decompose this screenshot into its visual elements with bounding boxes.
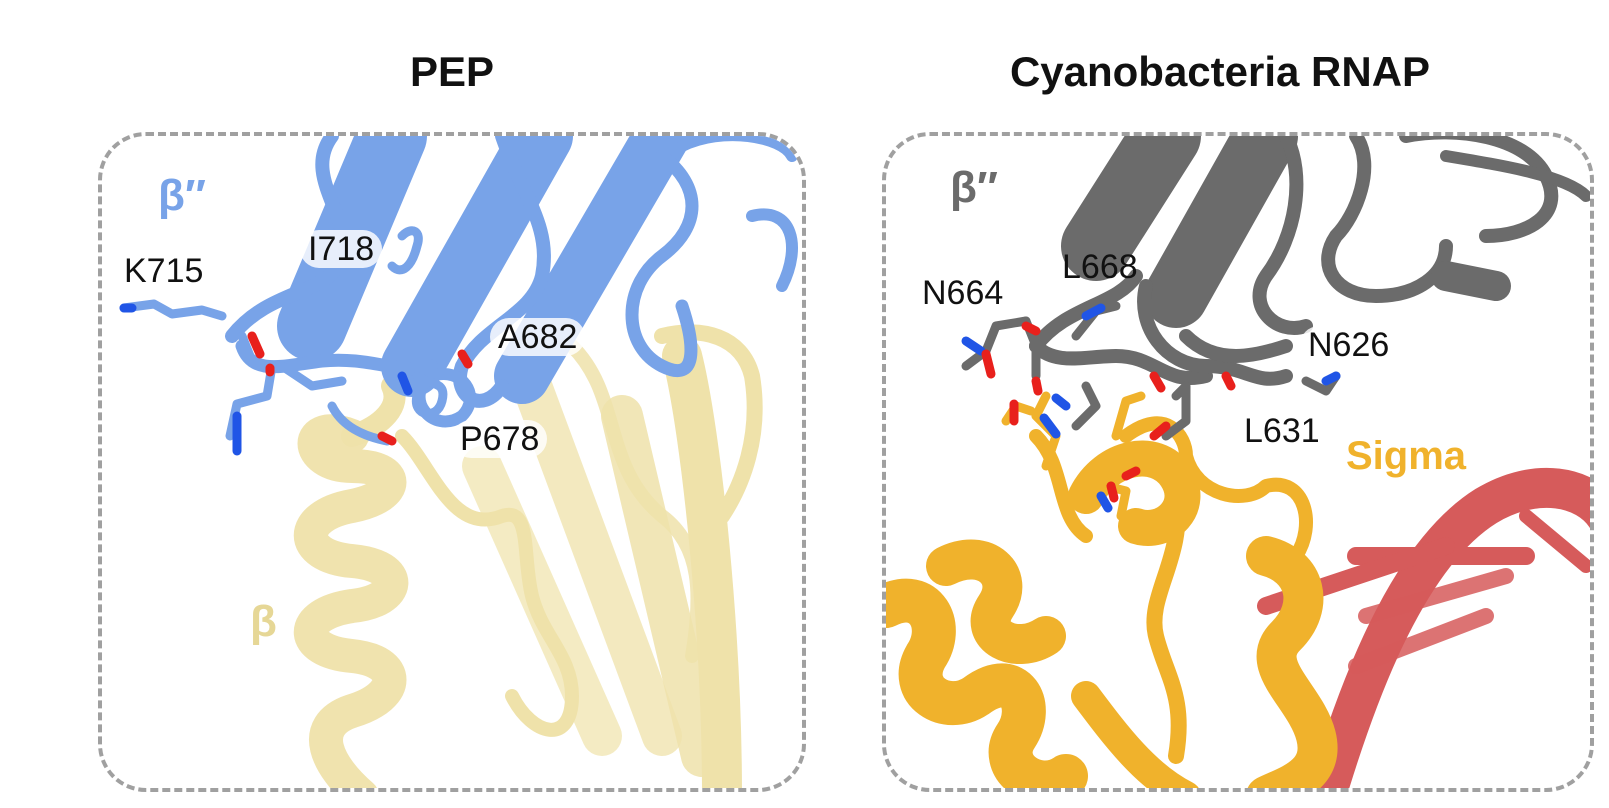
residue-label-l631: L631: [1244, 412, 1320, 450]
residue-label-n664: N664: [922, 274, 1004, 312]
sigma-label: Sigma: [1346, 434, 1467, 478]
beta-double-prime-label: β″: [950, 163, 998, 212]
beta-chain-cartoon: [293, 324, 763, 788]
residue-label-n626: N626: [1300, 326, 1398, 364]
panel-title-cyanobacteria-rnap: Cyanobacteria RNAP: [1009, 48, 1431, 95]
cyanobacteria-rnap-structure-panel: β″ Sigma N664 L668 N626 L631: [882, 132, 1594, 792]
pep-structure-panel: β″ β K715 I718 A682 P678: [98, 132, 806, 792]
residue-label-l668: L668: [1062, 248, 1138, 286]
nucleic-acid-cartoon: [1257, 467, 1590, 788]
beta-double-prime-chain-cartoon: [225, 136, 798, 428]
beta-double-prime-chain-cartoon: [1029, 136, 1590, 386]
residue-label-a682: A682: [490, 318, 586, 356]
cyanobacteria-rnap-structure-image: [886, 136, 1590, 788]
panel-title-pep: PEP: [409, 48, 495, 95]
residue-label-i718: I718: [300, 230, 383, 268]
pep-structure-image: [119, 136, 798, 788]
beta-label: β: [250, 597, 277, 646]
cyanobacteria-side-chains: [961, 301, 1341, 521]
sigma-chain-cartoon: [886, 416, 1338, 788]
beta-double-prime-label: β″: [158, 171, 206, 220]
pep-side-chains: [119, 226, 473, 456]
residue-label-k715: K715: [124, 252, 204, 290]
residue-label-p678: P678: [452, 420, 548, 458]
